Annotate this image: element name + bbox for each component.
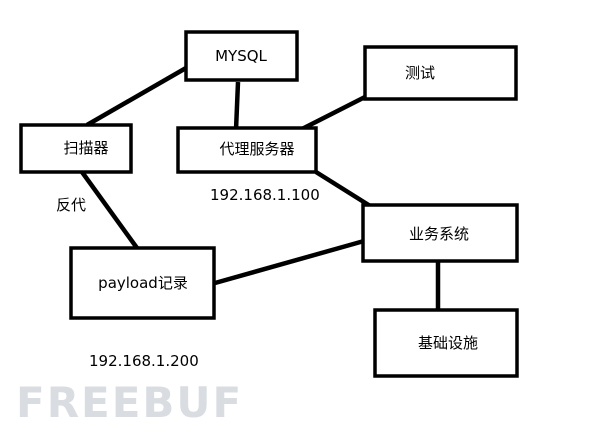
proxy-ip-label: 192.168.1.100 (210, 186, 320, 204)
node-test-label: 测试 (405, 64, 435, 82)
node-mysql-label: MYSQL (215, 47, 267, 65)
node-infra: 基础设施 (373, 308, 519, 378)
edges (80, 66, 441, 311)
node-payload-label: payload记录 (98, 274, 188, 292)
node-business-label: 业务系统 (409, 225, 469, 243)
edge-scanner-payload (80, 170, 139, 250)
edge-mysql-scanner (85, 66, 188, 127)
edge-payload-business (214, 238, 365, 286)
node-payload: payload记录 (69, 246, 216, 320)
reverse-proxy-label: 反代 (56, 196, 86, 214)
node-scanner: 扫描器 (19, 123, 133, 174)
node-mysql: MYSQL (184, 30, 299, 82)
node-proxy-label: 代理服务器 (219, 140, 294, 158)
node-test: 测试 (363, 45, 518, 101)
edge-proxy-business (314, 170, 377, 211)
node-scanner-label: 扫描器 (63, 139, 108, 157)
node-infra-label: 基础设施 (418, 334, 478, 352)
node-proxy: 代理服务器 (176, 126, 318, 174)
freebuf-watermark: FREEBUF (16, 378, 243, 427)
payload-ip-label: 192.168.1.200 (89, 352, 199, 370)
node-business: 业务系统 (361, 203, 519, 263)
edge-test-proxy (298, 94, 367, 133)
edge-mysql-proxy (233, 81, 241, 131)
